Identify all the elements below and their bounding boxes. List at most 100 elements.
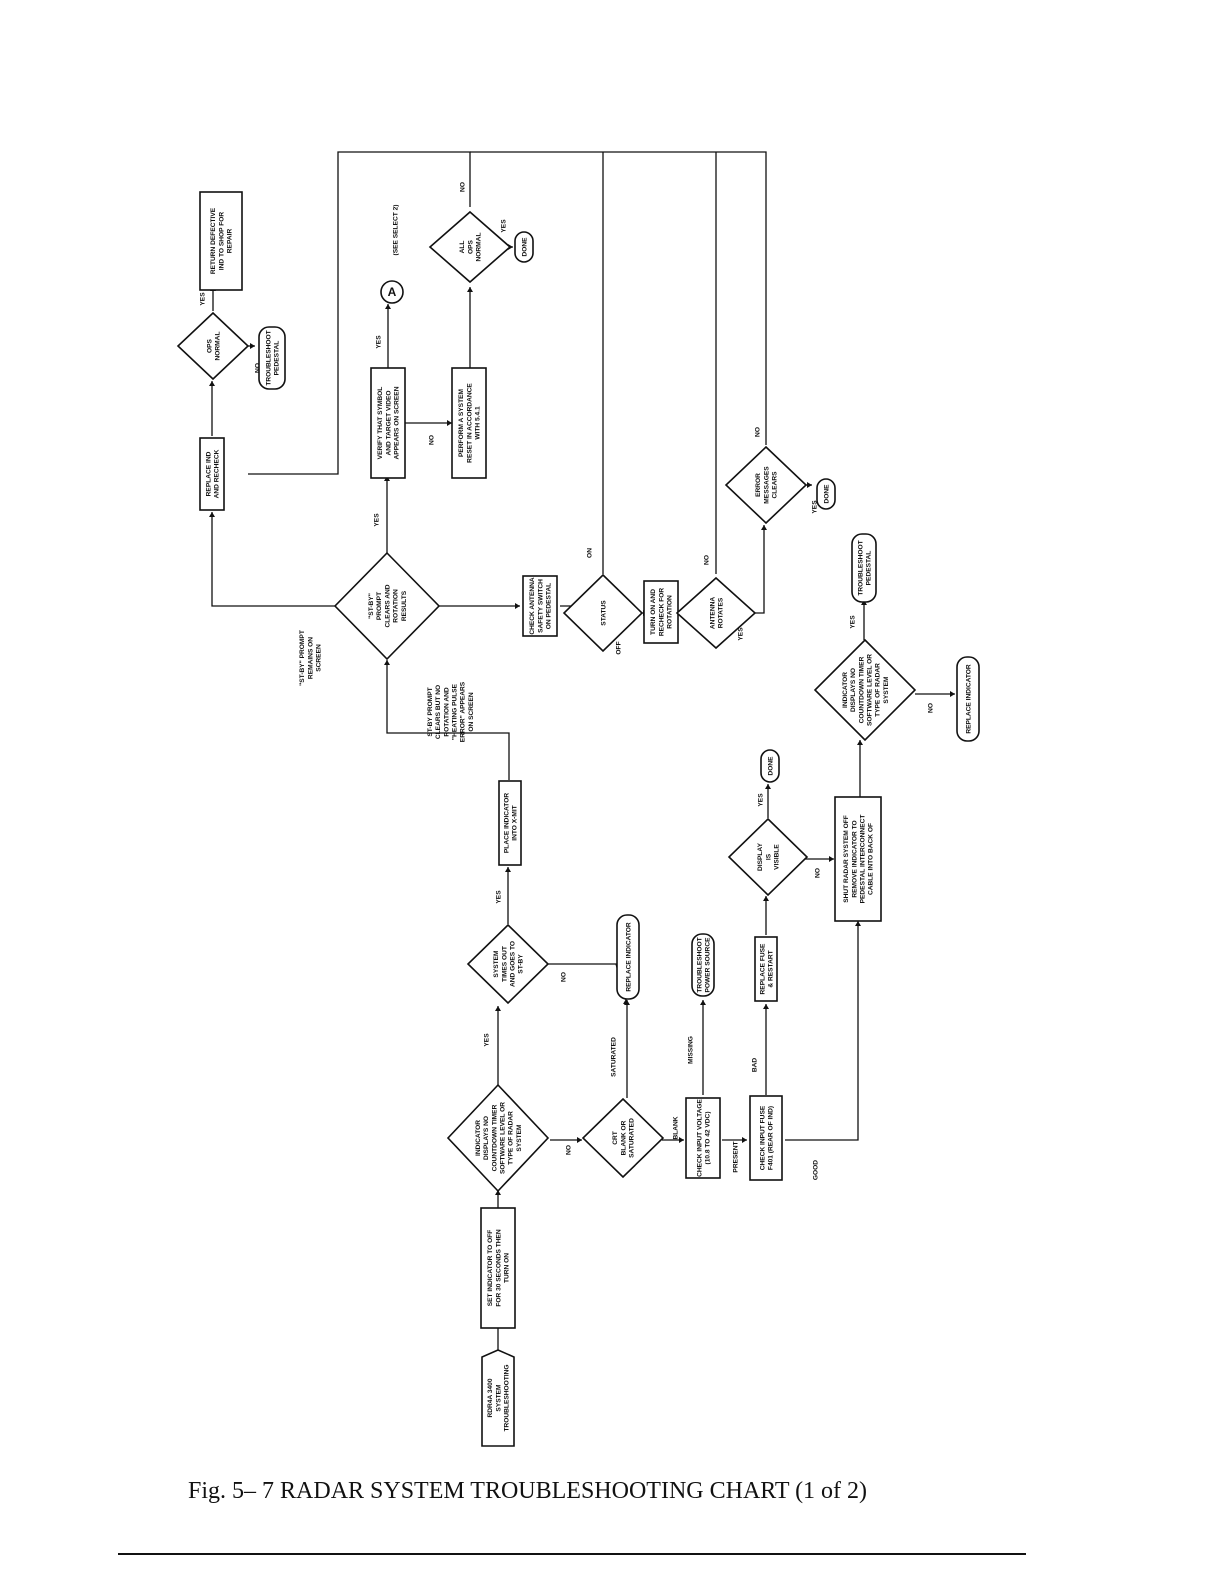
node-text-d_display-line: VISIBLE xyxy=(774,844,781,870)
arrowhead xyxy=(700,1000,706,1005)
connector-line xyxy=(751,525,765,614)
node-text-d_error-line: ERROR xyxy=(755,473,762,497)
node-text-d_display-line: IS xyxy=(765,853,772,860)
edge-label-d_countdown1-d_crt: NO xyxy=(565,1145,572,1155)
edge-label-d_stby-chk_safety-line: ROTATION AND xyxy=(443,687,450,737)
node-text-repl_fuse-line: REPLACE FUSE xyxy=(759,943,766,995)
node-text-repl_ind1-line: REPLACE INDICATOR xyxy=(625,922,632,992)
arrowhead xyxy=(857,740,863,745)
node-text-ts_power-line: TROUBLESHOOT xyxy=(696,937,703,992)
node-conn_a: A xyxy=(380,280,404,304)
node-text-d_countdown1-line: TYPE OF RADAR xyxy=(508,1111,515,1165)
process-box xyxy=(754,936,778,1002)
arrowhead xyxy=(467,287,473,292)
edge-label-d_display-shut_off-line: NO xyxy=(814,868,821,878)
node-text-d_countdown2-line: DISPLAYS NO xyxy=(850,668,857,712)
arrowhead xyxy=(829,856,834,862)
edge-label-chk_volt-ts_power-line: MISSING xyxy=(687,1036,694,1064)
edge-label-verify-perform: NO xyxy=(428,435,435,445)
edge-label-d_countdown2-ts_ped2: YES xyxy=(849,615,856,629)
arrowhead xyxy=(763,1004,769,1009)
edge-label-d_error-done2: YES xyxy=(811,500,818,514)
edge-label-d_rotates-replace_ind-line: NO xyxy=(703,555,710,565)
node-text-d_error-line: CLEARS xyxy=(772,471,779,499)
edge-label-d_status-turn_on-line: OFF xyxy=(615,641,622,654)
edge-label-verify-perform-line: NO xyxy=(428,435,435,445)
decision-diamond xyxy=(727,817,809,897)
node-text-d_countdown2-line: INDICATOR xyxy=(842,672,849,708)
node-text-perform-line: WITH 5.4.1 xyxy=(475,406,482,440)
node-text-done1-line: DONE xyxy=(521,237,528,257)
node-text-perform-line: PERFORM A SYSTEM xyxy=(458,388,465,457)
edge-label-d_display-shut_off: NO xyxy=(814,868,821,878)
arrowhead xyxy=(209,381,215,386)
node-text-return-line: REPAIR xyxy=(227,229,234,254)
terminal-box xyxy=(616,914,640,1000)
node-text-repl_ind2-line: REPLACE INDICATOR xyxy=(965,664,972,734)
process-box xyxy=(199,191,243,291)
edge-label-chk_volt-ts_power: MISSING xyxy=(687,1036,694,1064)
arrowhead xyxy=(495,1190,501,1195)
decision-diamond xyxy=(333,551,441,661)
node-text-replace_ind-line: REPLACE IND xyxy=(205,451,212,496)
node-text-done3: DONE xyxy=(767,756,774,776)
node-text-done3-line: DONE xyxy=(767,756,774,776)
edge-label-d_error-replace_ind-line: NO xyxy=(754,427,761,437)
arrowhead xyxy=(385,304,391,309)
edge-label-d_countdown2-repl_ind2-line: NO xyxy=(927,703,934,713)
terminal-box xyxy=(514,231,534,263)
edge-label-d_status-replace_ind: ON xyxy=(586,548,593,558)
node-text-d_countdown2-line: TYPE OF RADAR xyxy=(875,663,882,717)
start-box xyxy=(481,1349,515,1447)
edge-label-d_countdown2-ts_ped2-line: YES xyxy=(849,615,856,629)
node-text-chk_safety-line: SAFETY SWITCH xyxy=(537,579,544,633)
node-text-start-line: TROUBLESHOOTING xyxy=(504,1364,511,1431)
edge-label-chk_fuse-shut_off-line: GOOD xyxy=(812,1160,819,1180)
arrowhead xyxy=(679,1137,684,1143)
edge-label-d_stby-replace_ind-line: "ST-BY" PROMPT xyxy=(299,630,306,686)
node-text-repl_fuse: REPLACE FUSE& RESTART xyxy=(759,943,774,995)
node-text-d_status: STATUS xyxy=(600,600,607,626)
terminal-box xyxy=(258,326,286,390)
node-text-d_stby-line: PROMPT xyxy=(376,592,383,620)
edge-label-d_ops-ts_ped1: NO xyxy=(254,363,261,373)
node-text-turn_on-line: TURN ON AND xyxy=(650,589,657,635)
node-text-set_off-line: FOR 30 SECONDS THEN xyxy=(495,1229,502,1307)
edge-label-d_status-replace_ind-line: ON xyxy=(586,548,593,558)
figure-caption: Fig. 5– 7 RADAR SYSTEM TROUBLESHOOTING C… xyxy=(188,1478,868,1504)
node-text-d_times_out-line: SYSTEM xyxy=(493,950,500,978)
process-box xyxy=(480,1207,516,1329)
node-text-d_countdown2-line: SOFTWARE LEVEL OR xyxy=(867,654,874,726)
node-text-shut_off-line: CABLE INTO BACK OF xyxy=(868,823,875,895)
arrowhead xyxy=(250,343,255,349)
edge-label-d_display-done3: YES xyxy=(757,793,764,807)
process-box xyxy=(643,580,679,644)
edge-label-d_crt-chk_volt-line: BLANK xyxy=(672,1116,679,1139)
decision-diamond xyxy=(813,638,917,742)
connector-label: A xyxy=(388,285,397,299)
node-text-d_allops-line: NORMAL xyxy=(476,233,483,262)
edge-label-d_stby-replace_ind-line: SCREEN xyxy=(316,644,323,672)
edge-label-d_crt-chk_volt: BLANK xyxy=(672,1116,679,1139)
process-box xyxy=(834,796,882,922)
process-box xyxy=(199,437,225,511)
